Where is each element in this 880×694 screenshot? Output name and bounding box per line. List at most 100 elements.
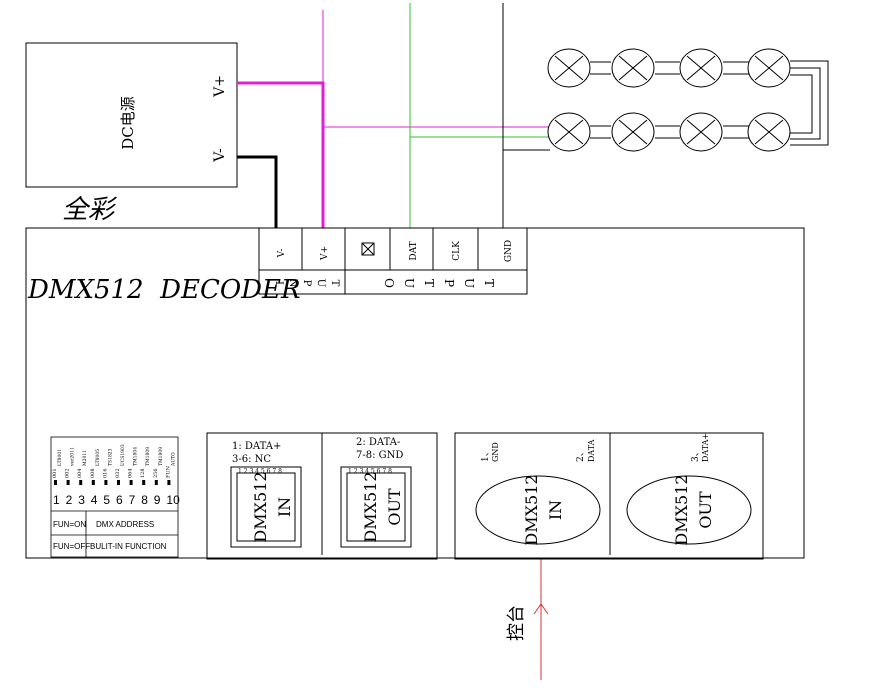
dip-value-label: 001 — [52, 468, 58, 478]
output-letter: T — [422, 279, 436, 287]
dip-switch-5[interactable]: 016 TS1823 5 — [102, 448, 113, 507]
output-letter: T — [482, 279, 496, 287]
xlr-pin2-name: DATA — [587, 439, 596, 462]
lamp-icon — [679, 112, 723, 152]
dip-legend-value-1: DMX ADDRESS — [96, 520, 154, 529]
rj45-pinout-4: 7-8: GND — [356, 450, 403, 461]
rj45-out-label-2: OUT — [385, 488, 404, 526]
dip-value-label: 064 — [128, 468, 134, 478]
dip-function-label: AUTO — [170, 452, 176, 467]
rj45-in-label-1: DMX512 — [251, 471, 270, 542]
input-letter: T — [329, 280, 340, 287]
dip-switch-4[interactable]: 008 LT8005 4 — [90, 449, 101, 507]
xlr-out-label-2: OUT — [696, 491, 715, 529]
dip-number: 6 — [116, 493, 123, 507]
xlr-in-label-2: IN — [546, 500, 565, 520]
terminal-gnd: GND — [504, 240, 514, 262]
rj45-out-label-1: DMX512 — [361, 471, 380, 542]
xlr-out-label-1: DMX512 — [672, 474, 691, 545]
dip-switch-6[interactable]: 032 UCS1903 6 — [115, 444, 126, 507]
dip-legend-key-2: FUN=OFF — [53, 542, 90, 551]
dip-lever-icon — [104, 480, 108, 485]
power-supply-label: DC电源 — [119, 96, 137, 150]
lamp-icon — [611, 112, 655, 152]
lamp-icon — [547, 48, 591, 88]
dip-switch-1[interactable]: 001 LT8001 1 — [52, 449, 63, 507]
dip-number: 4 — [91, 493, 98, 507]
dip-number: 10 — [166, 493, 180, 507]
xlr-in-label-1: DMX512 — [522, 474, 541, 545]
output-letter: U — [402, 278, 416, 288]
terminal-empty-icon — [361, 242, 375, 256]
lamp-icon — [611, 48, 655, 88]
dip-lever-icon — [142, 480, 146, 485]
input-letter: P — [301, 280, 312, 287]
dip-legend-key-1: FUN=ON — [53, 520, 86, 529]
xlr-in-port: DMX512 IN — [475, 474, 601, 546]
dip-number: 8 — [141, 493, 148, 507]
vplus-label: V+ — [212, 75, 228, 98]
dip-function-label: LT8001 — [57, 449, 63, 466]
input-letter: N — [287, 279, 298, 288]
lamp-icon — [747, 112, 791, 152]
dip-function-label: TS1823 — [107, 448, 113, 466]
vminus-label: V- — [212, 148, 228, 163]
dip-number: 9 — [154, 493, 161, 507]
terminal-vminus: V- — [277, 249, 287, 259]
xlr-pin1: 1、 — [481, 447, 491, 462]
dip-value-label: 008 — [90, 468, 96, 478]
dip-value-label: 032 — [115, 468, 121, 478]
dip-lever-icon — [79, 480, 83, 485]
dip-number: 3 — [78, 493, 85, 507]
terminal-dat: DAT — [409, 241, 419, 260]
full-color-caption: 全彩 — [62, 195, 118, 225]
dip-function-label: LT8005 — [95, 449, 101, 466]
dip-lever-icon — [154, 480, 158, 485]
controller-label: 控台 — [506, 605, 527, 641]
terminal-clk: CLK — [452, 241, 462, 261]
vminus-wire — [237, 155, 278, 228]
dip-number: 5 — [103, 493, 110, 507]
rj45-pinout-3: 2: DATA- — [356, 437, 400, 448]
terminal-vplus: V+ — [320, 246, 330, 261]
rj45-pinout-1: 1: DATA+ — [232, 441, 281, 452]
output-letter: U — [462, 278, 476, 288]
dip-number: 7 — [129, 493, 136, 507]
xlr-panel: 1、 GND 2、 DATA 3、 DATA+ DMX512 IN DMX512… — [454, 432, 764, 560]
decoder-title: DMX512 DECODER — [27, 275, 301, 305]
dip-lever-icon — [129, 480, 133, 485]
xlr-pin3: 3、 — [691, 447, 701, 462]
dip-value-label: 004 — [77, 468, 83, 478]
input-letter: I — [273, 281, 284, 285]
dip-value-label: 016 — [102, 468, 108, 478]
xlr-pin2: 2、 — [576, 447, 586, 462]
wires — [237, 3, 550, 680]
dip-function-label: M2011 — [82, 450, 88, 466]
dip-value-label: FUN — [165, 465, 171, 478]
dip-value-label: 128 — [140, 468, 146, 478]
dip-lever-icon — [117, 480, 120, 485]
dip-value-label: 002 — [65, 468, 71, 478]
lamp-icon — [679, 48, 723, 88]
dip-lever-icon — [167, 480, 171, 485]
input-letter: U — [315, 279, 326, 287]
dip-value-label: 256 — [153, 468, 159, 478]
dip-number: 1 — [53, 493, 60, 507]
dip-lever-icon — [54, 480, 57, 485]
rj45-out-port: 1 2 3 4 5 6 7 8 DMX512 OUT — [340, 466, 412, 548]
dip-function-label: UCS1903 — [120, 444, 126, 466]
dip-switch-3[interactable]: 004 M2011 3 — [77, 450, 88, 507]
dip-function-label: ver2011 — [70, 447, 76, 467]
dc-power-supply: DC电源 V+ V- — [25, 42, 238, 188]
dip-lever-icon — [91, 480, 95, 485]
xlr-pin3-name: DATA+ — [701, 433, 710, 462]
